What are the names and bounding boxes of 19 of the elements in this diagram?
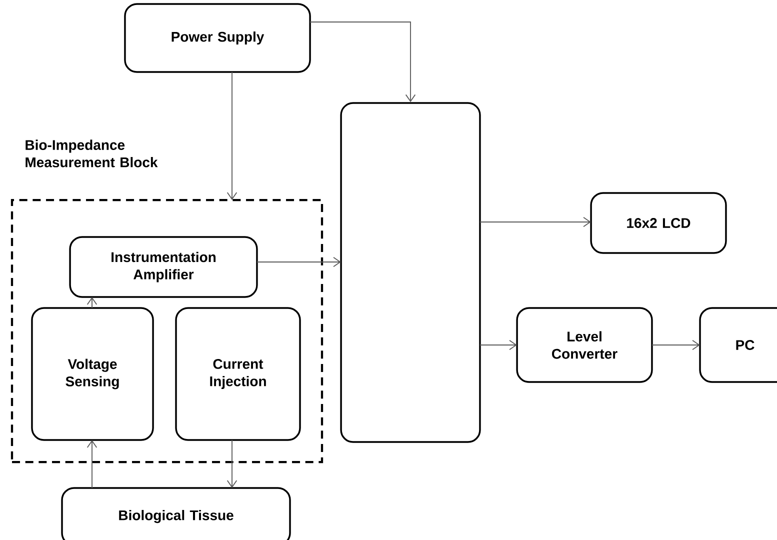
block-box: PC [699,307,777,383]
block-box: Level Converter [516,307,653,383]
arrow [310,22,416,102]
block-heading: Bio-Impedance Measurement Block [26,140,158,168]
arrow [86,440,98,488]
block-box: Current Injection [175,307,301,441]
block-box: Biological Tissue [61,487,291,540]
block-box: Power Supply [124,3,311,73]
arrow [86,297,98,308]
block-box: Voltage Sensing [31,307,154,441]
arrow [652,340,700,350]
arrow [256,256,342,268]
arrow [226,440,238,488]
block-box: 16x2 LCD [590,192,727,254]
arrow [226,72,238,200]
block-box: Instrumentation Amplifier [69,236,258,298]
arrow [480,340,517,350]
block-box [340,102,481,443]
arrow [480,216,591,228]
